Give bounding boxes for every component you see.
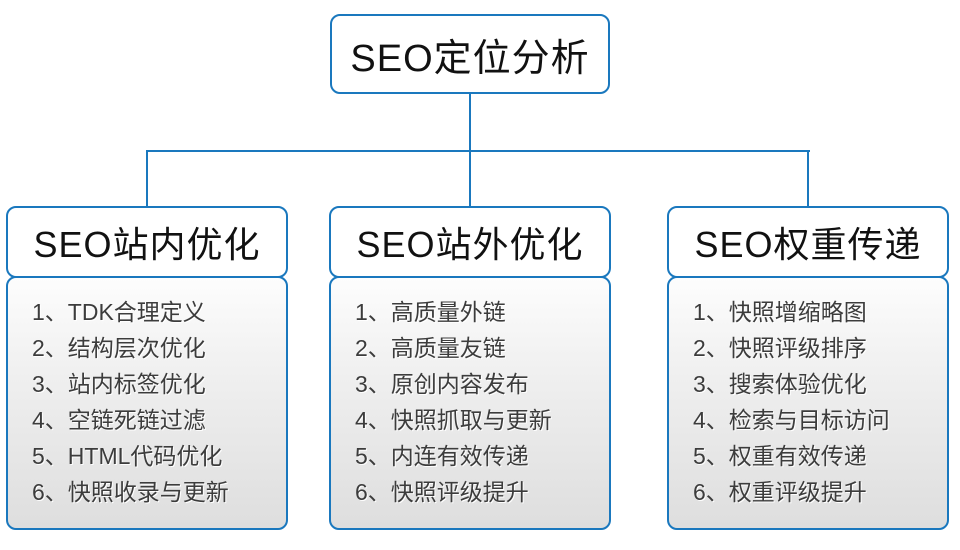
- root-node-label: SEO定位分析: [350, 37, 590, 80]
- list-item: 3、站内标签优化: [32, 371, 206, 397]
- list-item: 2、快照评级排序: [693, 335, 867, 361]
- list-item: 1、高质量外链: [355, 299, 506, 325]
- list-item: 1、TDK合理定义: [32, 299, 206, 325]
- column-weight-header: SEO权重传递: [667, 206, 949, 278]
- connector-drop-center: [469, 150, 471, 207]
- column-weight: SEO权重传递 1、快照增缩略图 2、快照评级排序 3、搜索体验优化 4、检索与…: [667, 206, 949, 530]
- column-offsite-header-label: SEO站外优化: [356, 224, 584, 265]
- column-onsite: SEO站内优化 1、TDK合理定义 2、结构层次优化 3、站内标签优化 4、空链…: [6, 206, 288, 530]
- connector-root-stem: [469, 94, 471, 151]
- list-item: 3、搜索体验优化: [693, 371, 867, 397]
- column-weight-header-label: SEO权重传递: [694, 224, 922, 265]
- connector-drop-left: [146, 150, 148, 207]
- list-item: 2、高质量友链: [355, 335, 506, 361]
- list-item: 4、检索与目标访问: [693, 407, 890, 433]
- column-onsite-header-label: SEO站内优化: [33, 224, 261, 265]
- list-item: 3、原创内容发布: [355, 371, 529, 397]
- connector-drop-right: [807, 150, 809, 207]
- column-offsite-list: 1、高质量外链 2、高质量友链 3、原创内容发布 4、快照抓取与更新 5、内连有…: [329, 276, 611, 530]
- list-item: 5、内连有效传递: [355, 443, 529, 469]
- list-item: 1、快照增缩略图: [693, 299, 867, 325]
- list-item: 4、快照抓取与更新: [355, 407, 552, 433]
- list-item: 2、结构层次优化: [32, 335, 206, 361]
- list-item: 4、空链死链过滤: [32, 407, 206, 433]
- connector-horizontal-bar: [146, 150, 810, 152]
- column-onsite-list: 1、TDK合理定义 2、结构层次优化 3、站内标签优化 4、空链死链过滤 5、H…: [6, 276, 288, 530]
- list-item: 5、HTML代码优化: [32, 443, 223, 469]
- column-weight-list: 1、快照增缩略图 2、快照评级排序 3、搜索体验优化 4、检索与目标访问 5、权…: [667, 276, 949, 530]
- column-onsite-header: SEO站内优化: [6, 206, 288, 278]
- list-item: 6、快照收录与更新: [32, 479, 229, 505]
- list-item: 6、快照评级提升: [355, 479, 529, 505]
- column-offsite-header: SEO站外优化: [329, 206, 611, 278]
- column-offsite: SEO站外优化 1、高质量外链 2、高质量友链 3、原创内容发布 4、快照抓取与…: [329, 206, 611, 530]
- list-item: 5、权重有效传递: [693, 443, 867, 469]
- list-item: 6、权重评级提升: [693, 479, 867, 505]
- root-node-title: SEO定位分析: [330, 14, 610, 94]
